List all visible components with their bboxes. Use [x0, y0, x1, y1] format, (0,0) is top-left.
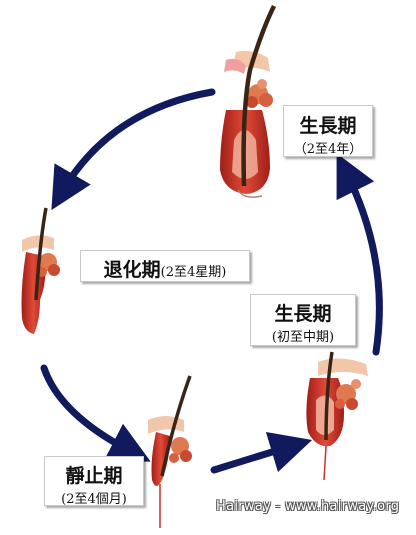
anagen-label: 生長期 （2至4年）: [283, 105, 373, 157]
hair-follicle-catagen-icon: [21, 207, 60, 334]
early-anagen-title: 生長期: [274, 303, 332, 325]
early-anagen-duration: (初至中期): [271, 330, 335, 345]
early-anagen-label: 生長期 (初至中期): [250, 294, 356, 346]
telogen-label: 靜止期 (2至4個月): [44, 456, 144, 507]
watermark-text: Hairway - www.hairway.org: [216, 499, 400, 514]
telogen-title: 靜止期: [65, 465, 123, 487]
catagen-label: 退化期(2至4星期): [80, 250, 250, 282]
telogen-duration: (2至4個月): [61, 492, 127, 507]
arrow-telogen-to-early-anagen: [210, 431, 313, 474]
catagen-duration: (2至4星期): [160, 265, 227, 280]
catagen-title: 退化期: [103, 259, 161, 281]
anagen-duration: （2至4年）: [293, 142, 363, 157]
anagen-title: 生長期: [299, 115, 357, 137]
arrow-anagen-to-catagen: [51, 88, 216, 211]
arrow-catagen-to-telogen: [40, 364, 151, 462]
arrow-early-anagen-to-anagen: [336, 153, 383, 356]
hair-follicle-early-anagen-icon: [306, 351, 368, 481]
hair-follicle-telogen-icon: [148, 375, 192, 528]
hair-follicle-anagen-icon: [220, 4, 277, 198]
